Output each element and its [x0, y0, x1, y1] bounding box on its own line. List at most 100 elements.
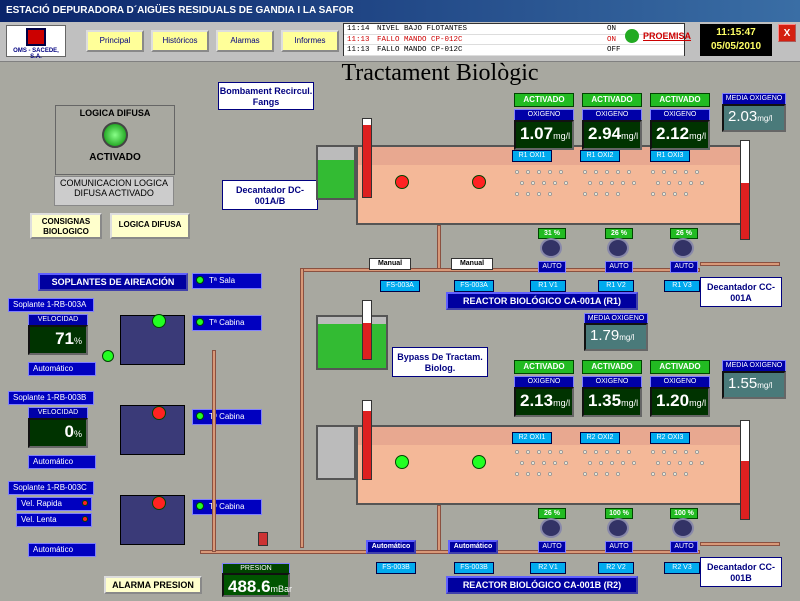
- r2-auto-1[interactable]: AUTO: [538, 541, 566, 553]
- temp-sala[interactable]: Tª Sala: [192, 273, 262, 289]
- soplante-c-lenta-led: [82, 516, 88, 522]
- soplante-a-mode[interactable]: Automático: [28, 362, 96, 376]
- aeration-bubble: [515, 192, 519, 196]
- r1-oxi-sensor-1[interactable]: R1 OXI1: [512, 150, 552, 162]
- r2-valve-icon-2[interactable]: [607, 518, 629, 538]
- aeration-bubble: [689, 181, 693, 185]
- soplante-a-name[interactable]: Soplante 1-RB-003A: [8, 298, 94, 312]
- r1-auto-2[interactable]: AUTO: [605, 261, 633, 273]
- aeration-bubble: [616, 450, 620, 454]
- aeration-bubble: [542, 461, 546, 465]
- aeration-bubble: [662, 472, 666, 476]
- r1-mode-1[interactable]: Manual: [369, 258, 411, 270]
- aeration-bubble: [651, 192, 655, 196]
- aeration-bubble: [621, 181, 625, 185]
- aeration-bubble: [673, 192, 677, 196]
- r1-level-gauge: [740, 140, 750, 240]
- aeration-bubble: [526, 450, 530, 454]
- r2-valve-icon-1[interactable]: [540, 518, 562, 538]
- soplante-a-cabina[interactable]: Tª Cabina: [192, 315, 262, 331]
- soplante-c-cabina-led: [196, 502, 204, 510]
- nav-informes-button[interactable]: Informes: [281, 30, 339, 52]
- r1-auto-1[interactable]: AUTO: [538, 261, 566, 273]
- r2-fs-1[interactable]: FS-003B: [376, 562, 416, 574]
- aeration-bubble: [583, 192, 587, 196]
- aeration-bubble: [651, 170, 655, 174]
- soplante-c-lenta[interactable]: Vel. Lenta: [16, 513, 92, 527]
- r1-valve-label-2[interactable]: R1 V2: [598, 280, 634, 292]
- aeration-bubble: [610, 461, 614, 465]
- aeration-bubble: [548, 450, 552, 454]
- aeration-bubble: [537, 192, 541, 196]
- r2-oxi-sensor-1[interactable]: R2 OXI1: [512, 432, 552, 444]
- aeration-bubble: [684, 450, 688, 454]
- r2-oxi-sensor-3[interactable]: R2 OXI3: [650, 432, 690, 444]
- media-mid-value: 1.79mg/l: [584, 323, 648, 351]
- aeration-bubble: [588, 181, 592, 185]
- r2-fs-2[interactable]: FS-003B: [454, 562, 494, 574]
- r1-fs-2[interactable]: FS-003A: [454, 280, 494, 292]
- soplante-c-mode[interactable]: Automático: [28, 543, 96, 557]
- consignas-biologico-button[interactable]: CONSIGNAS BIOLOGICO: [30, 213, 102, 239]
- aeration-bubble: [621, 461, 625, 465]
- r1-valve-icon-3[interactable]: [672, 238, 694, 258]
- aeration-bubble: [594, 170, 598, 174]
- logica-difusa-button[interactable]: LOGICA DIFUSA: [110, 213, 190, 239]
- r1-oxi-sensor-2[interactable]: R1 OXI2: [580, 150, 620, 162]
- r2-mode-2[interactable]: Automático: [448, 540, 498, 554]
- aeration-bubble: [605, 170, 609, 174]
- r1-fs-1[interactable]: FS-003A: [380, 280, 420, 292]
- r2-valve-icon-3[interactable]: [672, 518, 694, 538]
- r1-valve-label-3[interactable]: R1 V3: [664, 280, 700, 292]
- aeration-bubble: [632, 461, 636, 465]
- r1-activado-3: ACTIVADO: [650, 93, 710, 107]
- soplante-b-cabina[interactable]: Tª Cabina: [192, 409, 262, 425]
- r1-mixer-1-led: [395, 175, 409, 189]
- aeration-bubble: [537, 472, 541, 476]
- r1-mode-2[interactable]: Manual: [451, 258, 493, 270]
- alarma-presion-button[interactable]: ALARMA PRESION: [104, 576, 202, 594]
- soplante-c-name[interactable]: Soplante 1-RB-003C: [8, 481, 94, 495]
- r2-reactor-label: REACTOR BIOLÓGICO CA-001B (R2): [446, 576, 638, 594]
- r2-activado-2: ACTIVADO: [582, 360, 642, 374]
- r2-mixer-1-led: [395, 455, 409, 469]
- r2-mode-1[interactable]: Automático: [366, 540, 416, 554]
- aeration-bubble: [599, 461, 603, 465]
- aeration-bubble: [673, 472, 677, 476]
- aeration-bubble: [531, 181, 535, 185]
- soplante-b-name[interactable]: Soplante 1-RB-003B: [8, 391, 94, 405]
- aeration-bubble: [520, 461, 524, 465]
- soplante-b-mode[interactable]: Automático: [28, 455, 96, 469]
- r2-valve-label-1[interactable]: R2 V1: [530, 562, 566, 574]
- logica-status-led: [102, 122, 128, 148]
- soplante-c-cabina[interactable]: Tª Cabina: [192, 499, 262, 515]
- r1-valve-icon-1[interactable]: [540, 238, 562, 258]
- soplante-c-rapida[interactable]: Vel. Rapida: [16, 497, 92, 511]
- r2-valve-label-3[interactable]: R2 V3: [664, 562, 700, 574]
- r1-valve-icon-2[interactable]: [607, 238, 629, 258]
- aeration-bubble: [588, 461, 592, 465]
- nav-principal-button[interactable]: Principal: [86, 30, 144, 52]
- logica-title: LOGICA DIFUSA: [79, 108, 151, 118]
- bypass-callout: Bypass De Tractam. Biolog.: [392, 347, 488, 377]
- r2-oxi-sensor-2[interactable]: R2 OXI2: [580, 432, 620, 444]
- r2-auto-2[interactable]: AUTO: [605, 541, 633, 553]
- r1-valve-label-1[interactable]: R1 V1: [530, 280, 566, 292]
- r1-auto-3[interactable]: AUTO: [670, 261, 698, 273]
- logica-difusa-panel: LOGICA DIFUSA ACTIVADO: [55, 105, 175, 175]
- nav-historicos-button[interactable]: Históricos: [151, 30, 209, 52]
- r2-valve-label-2[interactable]: R2 V2: [598, 562, 634, 574]
- soplante-c-status-led: [152, 496, 166, 510]
- aeration-bubble: [695, 450, 699, 454]
- nav-alarmas-button[interactable]: Alarmas: [216, 30, 274, 52]
- close-button[interactable]: X: [778, 24, 796, 42]
- aeration-bubble: [605, 192, 609, 196]
- aeration-bubble: [651, 450, 655, 454]
- r2-auto-3[interactable]: AUTO: [670, 541, 698, 553]
- r1-oxi-sensor-3[interactable]: R1 OXI3: [650, 150, 690, 162]
- aeration-bubble: [616, 170, 620, 174]
